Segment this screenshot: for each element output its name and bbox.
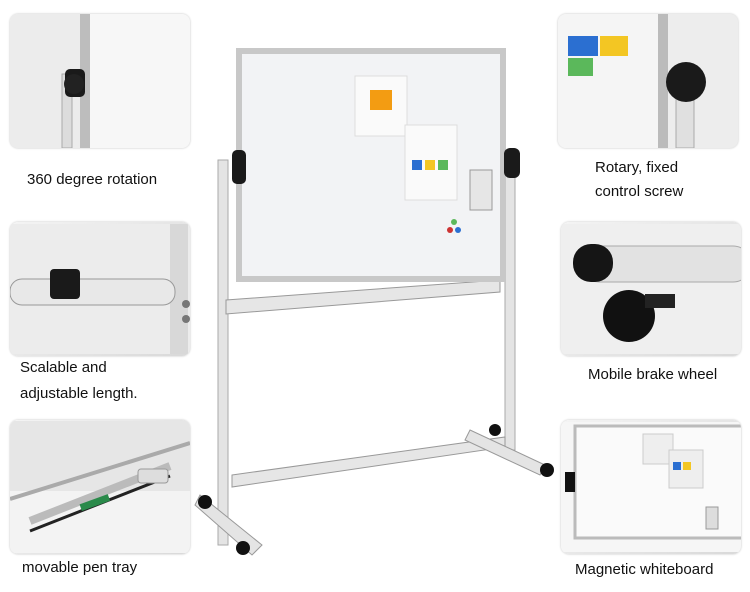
control-knobs bbox=[232, 148, 520, 184]
rotation-detail-photo bbox=[10, 14, 190, 148]
magnetic-whiteboard-detail-photo bbox=[561, 420, 741, 554]
pen-tray-detail-photo bbox=[10, 420, 190, 554]
feature-label-pen-tray: movable pen tray bbox=[22, 559, 138, 576]
feature-label-screw-2: control screw bbox=[595, 183, 684, 200]
feature-label-wheel: Mobile brake wheel bbox=[588, 366, 718, 383]
feature-label-length-1: Scalable and bbox=[20, 359, 107, 376]
feature-label-whiteboard: Magnetic whiteboard bbox=[575, 561, 714, 578]
control-screw-detail-photo bbox=[558, 14, 738, 148]
feature-label-length-2: adjustable length. bbox=[20, 385, 138, 402]
feature-label-screw-1: Rotary, fixed bbox=[595, 159, 679, 176]
stand bbox=[194, 159, 546, 556]
brake-wheel-detail-photo bbox=[561, 222, 741, 356]
whiteboard-frame bbox=[236, 48, 506, 282]
feature-label-rotation: 360 degree rotation bbox=[27, 171, 158, 188]
mobile-whiteboard-product-image bbox=[190, 30, 570, 570]
length-detail-photo bbox=[10, 222, 190, 356]
wheels bbox=[198, 424, 554, 555]
